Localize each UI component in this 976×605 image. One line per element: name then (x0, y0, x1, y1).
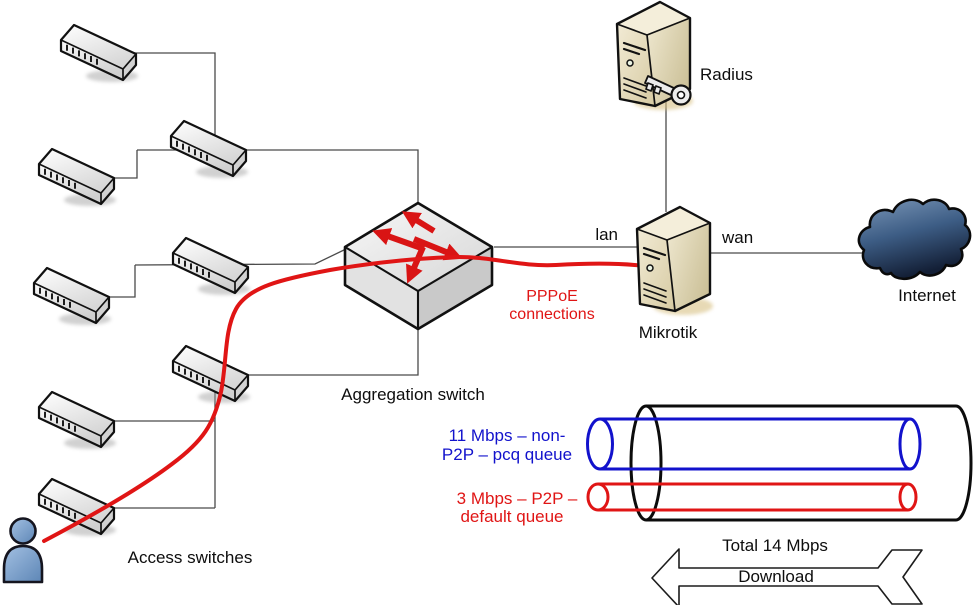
link-dist3-aggregation (244, 330, 419, 376)
access-switches-label: Access switches (128, 548, 253, 567)
pppoe-label-line1: PPPoE (526, 288, 578, 305)
bandwidth-pipe (586, 404, 973, 605)
internet-label: Internet (898, 286, 956, 305)
total-pipe-mouth (629, 404, 663, 522)
pppoe-connection-line (42, 254, 647, 543)
mikrotik-label: Mikrotik (639, 323, 698, 342)
total-bandwidth-label: Total 14 Mbps (722, 536, 828, 555)
p2p-pipe (586, 482, 918, 512)
non-p2p-pipe (586, 417, 922, 471)
p2p-queue-label-line1: 3 Mbps – P2P – (457, 489, 578, 508)
user-icon (2, 517, 44, 584)
total-pipe-body (646, 404, 973, 522)
key-icon (644, 75, 692, 106)
lan-port-label: lan (595, 225, 618, 244)
download-label: Download (738, 567, 814, 586)
aggregation-switch (343, 201, 494, 331)
switching-arrows-icon (372, 211, 463, 284)
pppoe-label-line2: connections (509, 306, 594, 323)
p2p-queue-label-line2: default queue (460, 507, 563, 526)
radius-label: Radius (700, 65, 753, 84)
mikrotik-router (637, 207, 713, 315)
link-access3-riser (109, 265, 136, 298)
internet-cloud-icon (857, 198, 972, 281)
link-access1-dist1 (132, 52, 216, 145)
link-access2-riser (112, 150, 138, 179)
download-direction-arrow (651, 548, 923, 605)
wan-port-label: wan (721, 228, 753, 247)
non-p2p-queue-label-line2: P2P – pcq queue (442, 445, 572, 464)
aggregation-switch-label: Aggregation switch (341, 385, 485, 404)
non-p2p-queue-label-line1: 11 Mbps – non- (449, 426, 566, 445)
